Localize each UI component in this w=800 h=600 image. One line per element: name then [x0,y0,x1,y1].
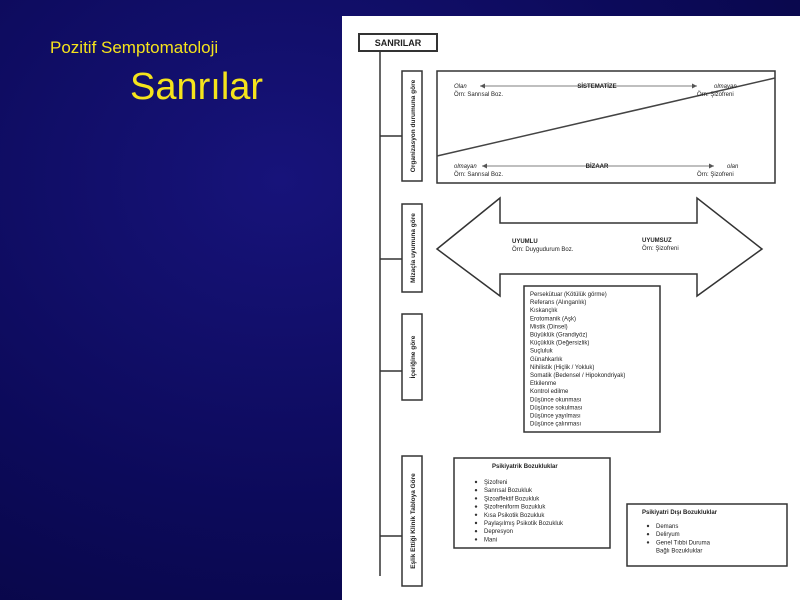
content-list: Persekütuar (Kötülük görme) Referans (Alı… [530,292,625,428]
section-label-organization: Organizasyon durumuna göre [410,79,417,172]
section-box-organization [401,70,423,182]
psychiatric-item: Şizoaffektif Bozukluk [484,496,540,502]
org-top-center: SİSTEMATİZE [577,83,616,90]
bullet-icon [646,524,650,528]
org-top-right-main: olmayan [714,84,737,90]
psychiatric-box [453,457,611,549]
content-item: Büyüklük (Grandiyöz) [530,333,587,339]
org-bottom-left-example: Örn: Sanrısal Boz. [454,171,503,178]
org-top-left-example: Örn: Sanrısal Boz. [454,91,503,98]
psychiatric-item: Şizofreni [484,480,507,486]
content-item: Erotomanik (Aşk) [530,316,576,322]
org-top-right-example: Örn: Şizofreni [697,91,734,98]
section-label-content: İçeriğine göre [409,335,417,378]
non-psychiatric-item: Demans [656,524,678,530]
bullet-icon [474,497,478,500]
bullet-icon [474,480,478,484]
content-item: Düşünce sokulması [530,405,583,411]
psychiatric-heading: Psikiyatrik Bozukluklar [492,464,558,470]
org-bottom-right-main: olan [727,164,739,170]
bullet-icon [474,530,478,533]
non-psychiatric-item: Deliryum [656,532,680,538]
content-box [523,285,661,433]
psychiatric-item: Kısa Psikotik Bozukluk [484,513,545,519]
non-psychiatric-item: Bağlı Bozukluklar [656,549,702,555]
mood-double-arrow [435,196,764,298]
content-item: Nihilistik (Hiçlik / Yokluk) [530,365,594,371]
org-bottom-right-example: Örn: Şizofreni [697,171,734,178]
org-bottom-center: BİZAAR [586,163,609,170]
bullet-icon [474,538,478,541]
psychiatric-item: Paylaşılmış Psikotik Bozukluk [484,521,564,527]
content-item: Düşünce çalınması [530,422,581,428]
bullet-icon [474,505,478,508]
section-box-content [401,313,423,401]
non-psychiatric-item: Genel Tıbbi Duruma [656,540,711,546]
psychiatric-item: Depresyon [484,529,513,535]
content-item: Somatik (Bedensel / Hipokondriyak) [530,373,625,379]
mood-left-main: UYUMLU [512,239,538,245]
content-item: Persekütuar (Kötülük görme) [530,292,607,298]
root-label: SANRILAR [375,38,422,48]
content-item: Kıskançlık [530,308,558,314]
root-box [358,33,438,52]
psychiatric-item: Şizofreniform Bozukluk [484,505,546,511]
bullet-icon [646,541,650,544]
mood-right-example: Örn: Şizofreni [642,245,679,252]
content-item: Kontrol edilme [530,389,569,395]
diagram-paper: SANRILAR Organizasyon durumuna göre Miza… [342,16,800,600]
section-label-mood: Mizaçla uyumuna göre [410,213,417,283]
content-item: Düşünce yayılması [530,414,581,420]
non-psychiatric-box [626,503,788,567]
content-item: Referans (Alınganlık) [530,300,586,306]
org-bottom-left-main: olmayan [454,164,477,170]
delusion-diagram: SANRILAR Organizasyon durumuna göre Miza… [358,33,788,587]
section-box-clinical [401,455,423,587]
section-label-clinical: Eşlik Ettiği Klinik Tabloya Göre [410,473,417,569]
organization-diagonal [436,77,776,157]
bullet-icon [646,533,650,536]
slide-subtitle: Pozitif Semptomatoloji [50,38,219,57]
mood-left-example: Örn: Duygudurum Boz. [512,246,574,253]
content-item: Mistik (Dinsel) [530,324,568,330]
psychiatric-item: Mani [484,537,497,543]
content-item: Küçüklük (Değersizlik) [530,341,589,347]
bullet-icon [474,513,478,516]
bullet-icon [474,489,478,492]
content-item: Etkilenme [530,381,557,387]
content-item: Günahkarlık [530,357,563,363]
organization-box [436,70,776,184]
slide-title: Sanrılar [130,66,264,108]
section-box-mood [401,203,423,293]
psychiatric-item: Sanrısal Bozukluk [484,488,533,494]
mood-right-main: UYUMSUZ [642,238,672,244]
content-item: Düşünce okunması [530,397,582,403]
org-top-left-main: Olan [454,84,467,90]
content-item: Suçluluk [530,349,554,355]
non-psychiatric-heading: Psikiyatri Dışı Bozukluklar [642,510,718,516]
bullet-icon [474,521,478,525]
